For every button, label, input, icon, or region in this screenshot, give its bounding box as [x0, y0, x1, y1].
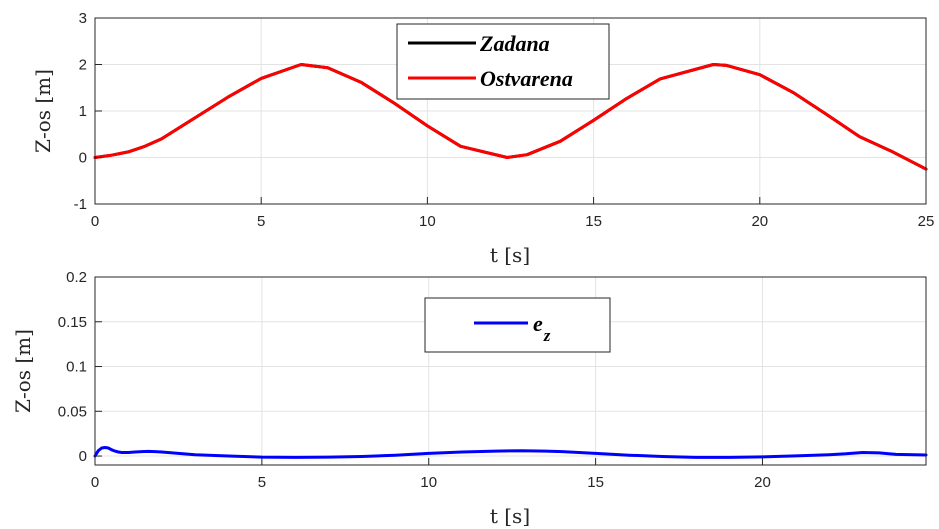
bottom-ticks: 0 5 10 15 20 0 0.05 0.1 0.15 0.2	[58, 269, 771, 491]
top-y-tick-label: 1	[79, 103, 87, 120]
top-legend-box	[396, 23, 610, 100]
bottom-series-line-e-z	[93, 446, 928, 459]
bottom-y-tick-label: 0.2	[66, 269, 87, 286]
top-y-tick-label: 3	[79, 10, 87, 27]
bottom-y-tick-label: 0.05	[58, 403, 87, 420]
bottom-y-tick-label: 0.1	[66, 359, 87, 376]
legend-ostvarena-label: Ostvarena	[480, 66, 573, 91]
top-y-tick-label: 0	[79, 150, 87, 167]
top-x-tick-label: 0	[91, 213, 99, 230]
bottom-y-tick-label: 0	[79, 448, 87, 465]
bottom-x-tick-label: 15	[587, 474, 604, 491]
top-x-tick-label: 15	[585, 213, 602, 230]
bottom-x-tick-label: 5	[258, 474, 266, 491]
bottom-axes-box	[94, 276, 927, 466]
bottom-x-axis-label: t [s]	[490, 504, 530, 528]
top-legend: Zadana Ostvarena	[396, 23, 610, 100]
bottom-legend: ez	[424, 297, 611, 353]
top-x-tick-label: 10	[419, 213, 436, 230]
bottom-y-axis-label: Z-os [m]	[11, 329, 35, 413]
top-series-line-ostvarena	[93, 63, 928, 171]
bottom-x-tick-label: 20	[754, 474, 771, 491]
top-y-tick-label: -1	[74, 196, 87, 213]
bottom-x-tick-label: 0	[91, 474, 99, 491]
bottom-x-tick-label: 10	[420, 474, 437, 491]
legend-ez-subscript: z	[543, 326, 551, 345]
top-x-tick-label: 20	[751, 213, 768, 230]
legend-zadana-label: Zadana	[479, 31, 550, 56]
legend-ez-label: ez	[533, 311, 551, 345]
top-y-axis-label: Z-os [m]	[31, 69, 55, 153]
top-x-tick-label: 25	[918, 213, 935, 230]
bottom-legend-box	[424, 297, 611, 353]
legend-ez-main: e	[533, 311, 543, 336]
bottom-subplot: 0 5 10 15 20 0 0.05 0.1 0.15 0.2 t [s] Z-os [m] e…	[11, 269, 928, 528]
top-y-tick-label: 2	[79, 57, 87, 74]
top-series	[93, 63, 928, 171]
top-x-tick-label: 5	[257, 213, 265, 230]
top-x-axis-label: t [s]	[490, 243, 530, 267]
bottom-series	[93, 446, 928, 459]
bottom-y-tick-label: 0.15	[58, 314, 87, 331]
